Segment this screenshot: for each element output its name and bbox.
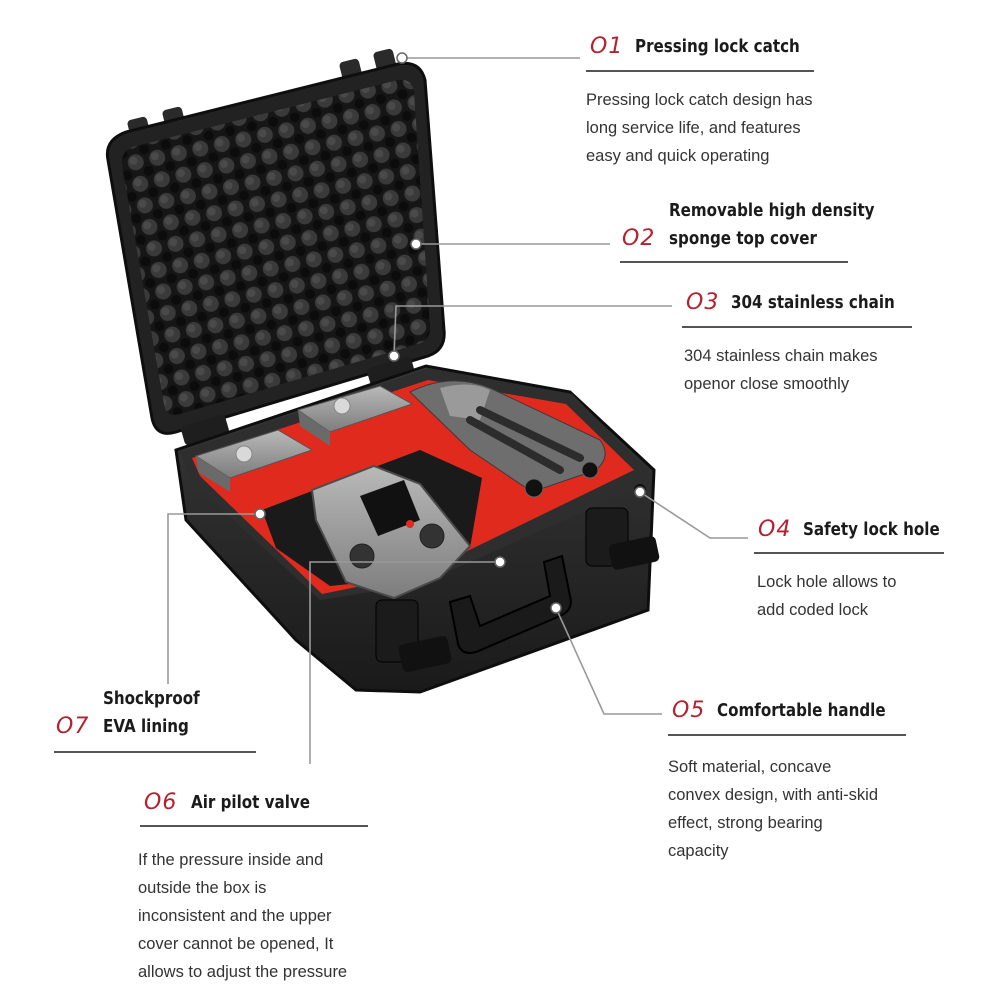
feature-number: O5	[672, 698, 706, 723]
callout-dot-icon	[494, 556, 506, 568]
feature-number: O1	[590, 34, 624, 59]
feature-number: O4	[758, 517, 792, 542]
callout-dot-icon	[388, 350, 400, 362]
callout-dot-icon	[550, 602, 562, 614]
feature-number: O2	[622, 226, 656, 251]
feature-title: EVA lining	[103, 716, 190, 737]
feature-title: Removable high density	[669, 200, 875, 221]
feature-title: 304 stainless chain	[731, 292, 896, 313]
feature-underline	[682, 326, 912, 328]
feature-04: O4 Safety lock hole	[758, 517, 966, 542]
description-line: If the pressure inside and	[138, 851, 324, 869]
leader-lines	[167, 57, 748, 764]
description-line: capacity	[668, 842, 729, 860]
feature-description: If the pressure inside and outside the b…	[138, 846, 347, 986]
feature-underline	[754, 552, 944, 554]
description-line: convex design, with anti-skid	[668, 786, 879, 804]
feature-description: Pressing lock catch design has long serv…	[586, 86, 813, 170]
description-line: outside the box is	[138, 879, 267, 897]
feature-title: sponge top cover	[669, 228, 818, 249]
feature-title: Air pilot valve	[191, 792, 311, 813]
feature-03: O3 304 stainless chain	[686, 290, 926, 315]
description-line: Lock hole allows to	[757, 573, 897, 591]
callout-dot-icon	[396, 52, 408, 64]
callout-dot-icon	[410, 238, 422, 250]
description-line: add coded lock	[757, 601, 868, 619]
description-line: 304 stainless chain makes	[684, 347, 878, 365]
feature-title: Shockproof	[103, 688, 201, 709]
description-line: inconsistent and the upper	[138, 907, 332, 925]
feature-title: Pressing lock catch	[635, 36, 801, 57]
feature-number: O6	[144, 790, 178, 815]
feature-underline	[54, 751, 256, 753]
callout-dot-icon	[634, 486, 646, 498]
feature-07: O7 Shockproof EVA lining	[56, 685, 218, 741]
feature-description: 304 stainless chain makes openor close s…	[684, 342, 878, 398]
feature-02: O2 Removable high density sponge top cov…	[622, 197, 914, 253]
feature-description: Lock hole allows to add coded lock	[757, 568, 896, 624]
feature-underline	[668, 734, 906, 736]
feature-01: O1 Pressing lock catch	[590, 34, 832, 59]
feature-underline	[140, 825, 368, 827]
description-line: Pressing lock catch design has	[586, 91, 813, 109]
description-line: easy and quick operating	[586, 147, 770, 165]
feature-number: O3	[686, 290, 720, 315]
description-line: effect, strong bearing	[668, 814, 823, 832]
description-line: cover cannot be opened, It	[138, 935, 334, 953]
feature-number: O7	[56, 714, 90, 739]
feature-underline	[586, 70, 814, 72]
feature-06: O6 Air pilot valve	[144, 790, 333, 815]
callout-dot-icon	[254, 508, 266, 520]
case-body	[174, 364, 660, 694]
case-lid	[105, 48, 446, 446]
description-line: openor close smoothly	[684, 375, 850, 393]
feature-title: Safety lock hole	[803, 519, 941, 540]
description-line: allows to adjust the pressure	[138, 963, 348, 981]
feature-title: Comfortable handle	[717, 700, 886, 721]
feature-05: O5 Comfortable handle	[672, 698, 918, 723]
description-line: long service life, and features	[586, 119, 801, 137]
feature-underline	[620, 261, 848, 263]
feature-description: Soft material, concave convex design, wi…	[668, 753, 878, 865]
description-line: Soft material, concave	[668, 758, 832, 776]
